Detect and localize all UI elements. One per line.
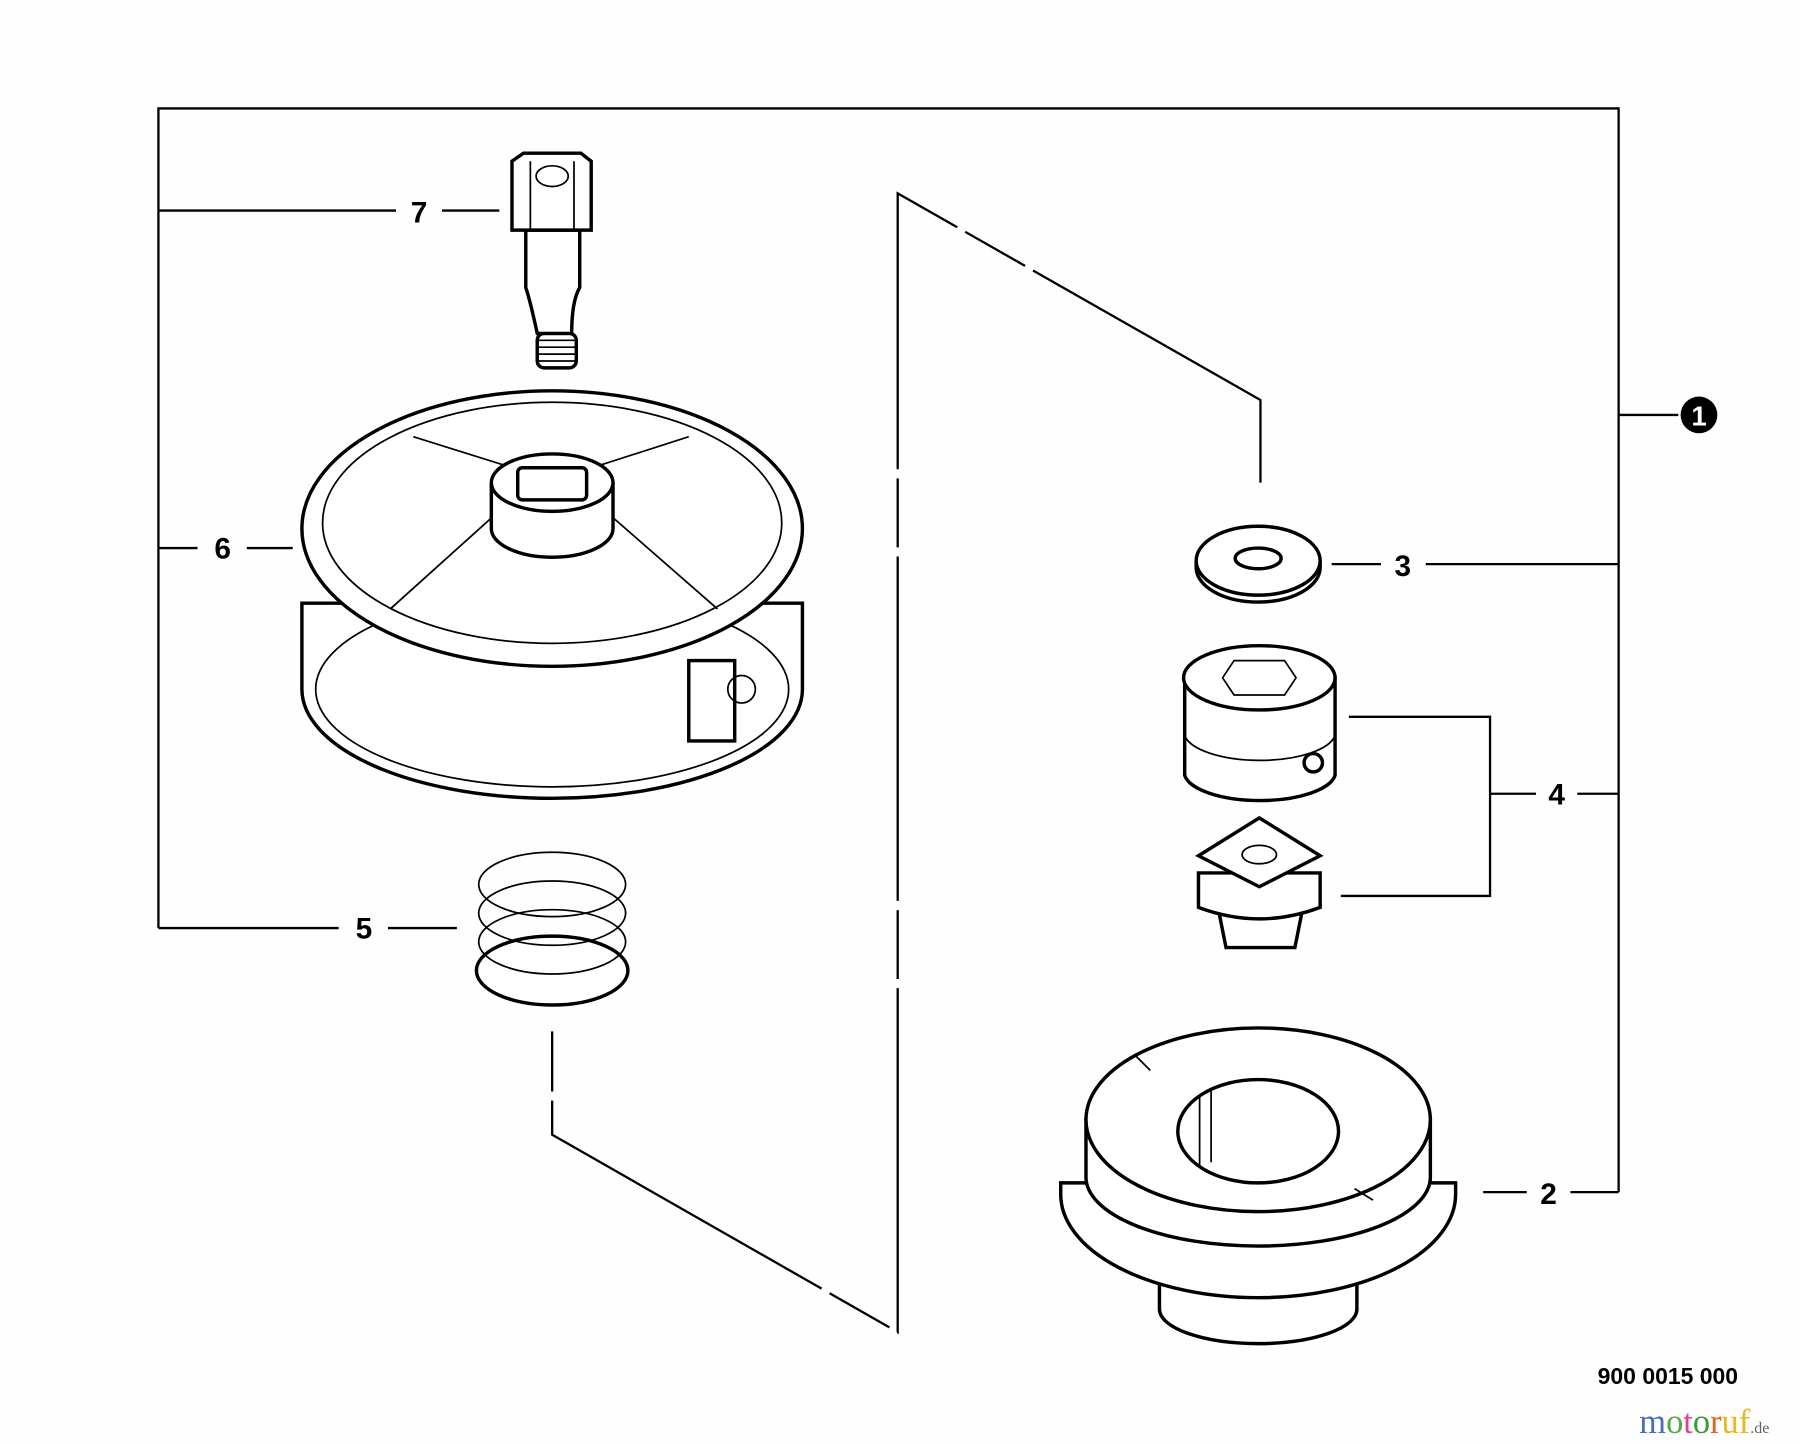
callout-2: 2	[1540, 1178, 1557, 1211]
svg-text:motoruf.de: motoruf.de	[1639, 1403, 1769, 1441]
part-4-nut	[1194, 815, 1324, 950]
leader-lines	[157, 107, 1679, 1335]
callout-1-badge	[1680, 396, 1718, 434]
part-2-bump-knob	[1058, 1026, 1458, 1346]
callout-7: 7	[411, 196, 428, 229]
callout-1: 1	[1691, 401, 1706, 432]
part-7-bolt	[510, 151, 593, 370]
callout-5: 5	[356, 913, 373, 946]
drawing-number: 900 0015 000	[1598, 1363, 1738, 1389]
part-3-washer	[1194, 524, 1322, 604]
callout-6: 6	[214, 533, 231, 566]
part-6-spool	[300, 389, 805, 801]
callout-4: 4	[1548, 778, 1565, 811]
part-5-spring	[474, 851, 630, 1007]
callout-3: 3	[1395, 550, 1412, 583]
watermark-logo: motoruf.de	[1639, 1403, 1769, 1441]
part-4-adapter	[1181, 643, 1337, 803]
